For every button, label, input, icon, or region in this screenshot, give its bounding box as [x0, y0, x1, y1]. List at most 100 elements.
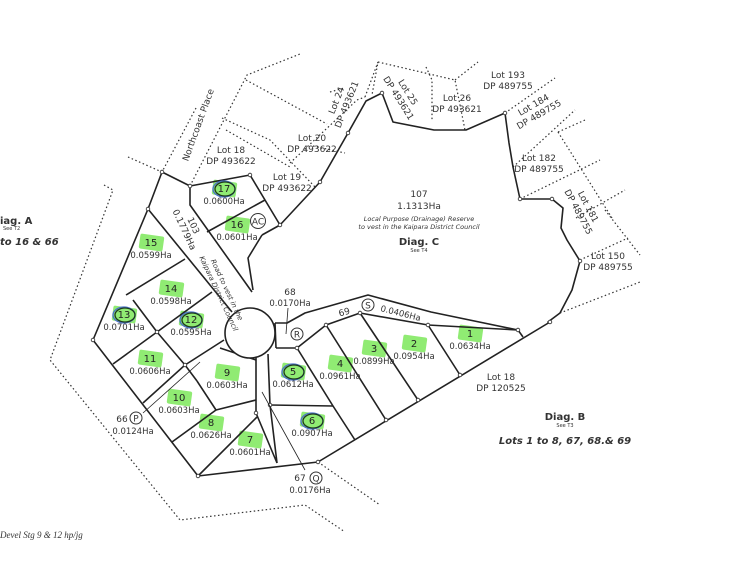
lot-highlight: [138, 233, 165, 252]
svg-text:to vest in the Kaipara Distric: to vest in the Kaipara District Council: [358, 223, 479, 231]
lot-highlight: [214, 363, 241, 382]
svg-text:DP 493622: DP 493622: [206, 157, 256, 167]
neighbour-boundary-line: [557, 119, 586, 133]
svg-text:AC: AC: [252, 218, 264, 228]
lot-area: 0.0600Ha: [203, 197, 244, 207]
neighbour-boundary-line: [127, 156, 163, 173]
lot-area: 0.0601Ha: [216, 233, 257, 243]
neighbour-boundary-line: [364, 61, 379, 98]
lot-number: 16: [231, 220, 244, 231]
neighbour-boundary-line: [225, 129, 291, 168]
easement-ac: AC: [250, 213, 266, 229]
lot-highlight: [457, 324, 484, 343]
lot-area: 0.0599Ha: [130, 251, 171, 261]
lot-circle-mark: [283, 364, 305, 380]
lot-boundary-line: [279, 92, 581, 323]
survey-mark: [323, 322, 329, 328]
lot-10: 100.0603Ha: [158, 393, 199, 416]
neighbour-boundary-line: [377, 61, 466, 131]
lot-number: 12: [185, 315, 198, 326]
svg-text:Lot 150: Lot 150: [591, 252, 625, 262]
svg-text:DP 489755: DP 489755: [514, 165, 564, 175]
lot-number: 15: [145, 238, 158, 249]
svg-text:DP 489755: DP 489755: [483, 82, 533, 92]
lot-boundary-line: [276, 347, 356, 441]
svg-text:Local Purpose (Drainage) Reser: Local Purpose (Drainage) Reserve: [364, 215, 475, 223]
lot-area: 0.0606Ha: [129, 367, 170, 377]
lot-highlight: [224, 215, 251, 234]
survey-mark: [195, 473, 201, 479]
survey-mark: [379, 90, 385, 96]
lot-3: 30.0899Ha: [353, 344, 394, 367]
lot-11: 11 0.0606Ha: [129, 354, 170, 377]
lot-area: 0.0603Ha: [206, 381, 247, 391]
lot-highlight: [158, 279, 185, 298]
survey-mark: [515, 327, 521, 333]
diag-a: iag. A See T2 to 16 & 66: [0, 216, 59, 248]
svg-text:Lot 193: Lot 193: [491, 71, 525, 81]
lot-circle-mark: [214, 181, 236, 197]
lot-number: 11: [144, 354, 157, 365]
lot-13: 130.0701Ha: [103, 306, 145, 333]
lot-number: 10: [173, 393, 186, 404]
cul-de-sac: [224, 307, 276, 359]
survey-mark: [345, 130, 351, 136]
survey-mark: [154, 329, 160, 335]
survey-mark: [547, 319, 553, 325]
svg-text:R: R: [294, 331, 300, 341]
neighbour-boundary-line: [425, 66, 433, 120]
neighbour-boundaries: [49, 53, 641, 533]
svg-text:P: P: [133, 415, 139, 425]
svg-text:69: 69: [338, 307, 352, 320]
lot-number: 4: [337, 359, 343, 370]
svg-text:Diag. C: Diag. C: [399, 237, 439, 248]
lot-boundary-line: [269, 404, 334, 407]
lot-69: 69 S 0.0406Ha: [338, 298, 422, 324]
svg-text:1.1313Ha: 1.1313Ha: [397, 202, 441, 212]
lot-boundary-line: [247, 234, 263, 291]
lot-number: 1: [467, 329, 473, 340]
lot-boundary-line: [132, 299, 198, 382]
lot-boundary-line: [156, 291, 213, 333]
lot-boundary-line: [196, 380, 257, 411]
svg-text:DP 489755: DP 489755: [583, 263, 633, 273]
lot-boundary-line: [147, 208, 233, 313]
survey-mark: [145, 206, 151, 212]
lot-boundary-line: [197, 416, 258, 477]
lot-14: 140.0598Ha: [150, 284, 191, 307]
neighbour-boundary-line: [559, 281, 641, 314]
svg-text:Lot 26: Lot 26: [443, 94, 471, 104]
svg-text:DP 493621: DP 493621: [432, 105, 482, 115]
lot-15: 15 0.0599Ha: [130, 238, 171, 261]
svg-text:67: 67: [294, 474, 305, 484]
lot-boundary-line: [184, 339, 225, 366]
svg-text:107: 107: [410, 190, 427, 200]
neighbour-boundary-line: [329, 87, 345, 93]
neighbour-boundary-line: [245, 79, 328, 125]
survey-mark: [502, 110, 508, 116]
lot-68: 68 0.0170Ha R: [269, 288, 311, 341]
reserve-107: 107 1.1313Ha Local Purpose (Drainage) Re…: [358, 190, 479, 254]
survey-mark: [277, 222, 283, 228]
survey-mark: [517, 196, 523, 202]
svg-text:See T2: See T2: [3, 226, 20, 232]
lot-boundary-line: [112, 331, 158, 365]
lot-area: 0.0961Ha: [319, 372, 360, 382]
survey-mark: [187, 183, 193, 189]
survey-mark: [253, 410, 259, 416]
lot-boundary-line: [189, 186, 253, 293]
lot-boundary-line: [206, 199, 266, 233]
survey-mark: [425, 322, 431, 328]
svg-text:See T3: See T3: [556, 423, 573, 429]
lot-5: 50.0612Ha: [272, 363, 314, 390]
lot-8: 80.0626Ha: [190, 418, 231, 441]
survey-mark: [357, 310, 363, 316]
svg-text:Lot 19: Lot 19: [273, 173, 301, 183]
lot-number: 5: [290, 367, 296, 378]
neighbour-boundary-line: [454, 61, 479, 81]
neighbour-boundary-line: [221, 117, 317, 189]
